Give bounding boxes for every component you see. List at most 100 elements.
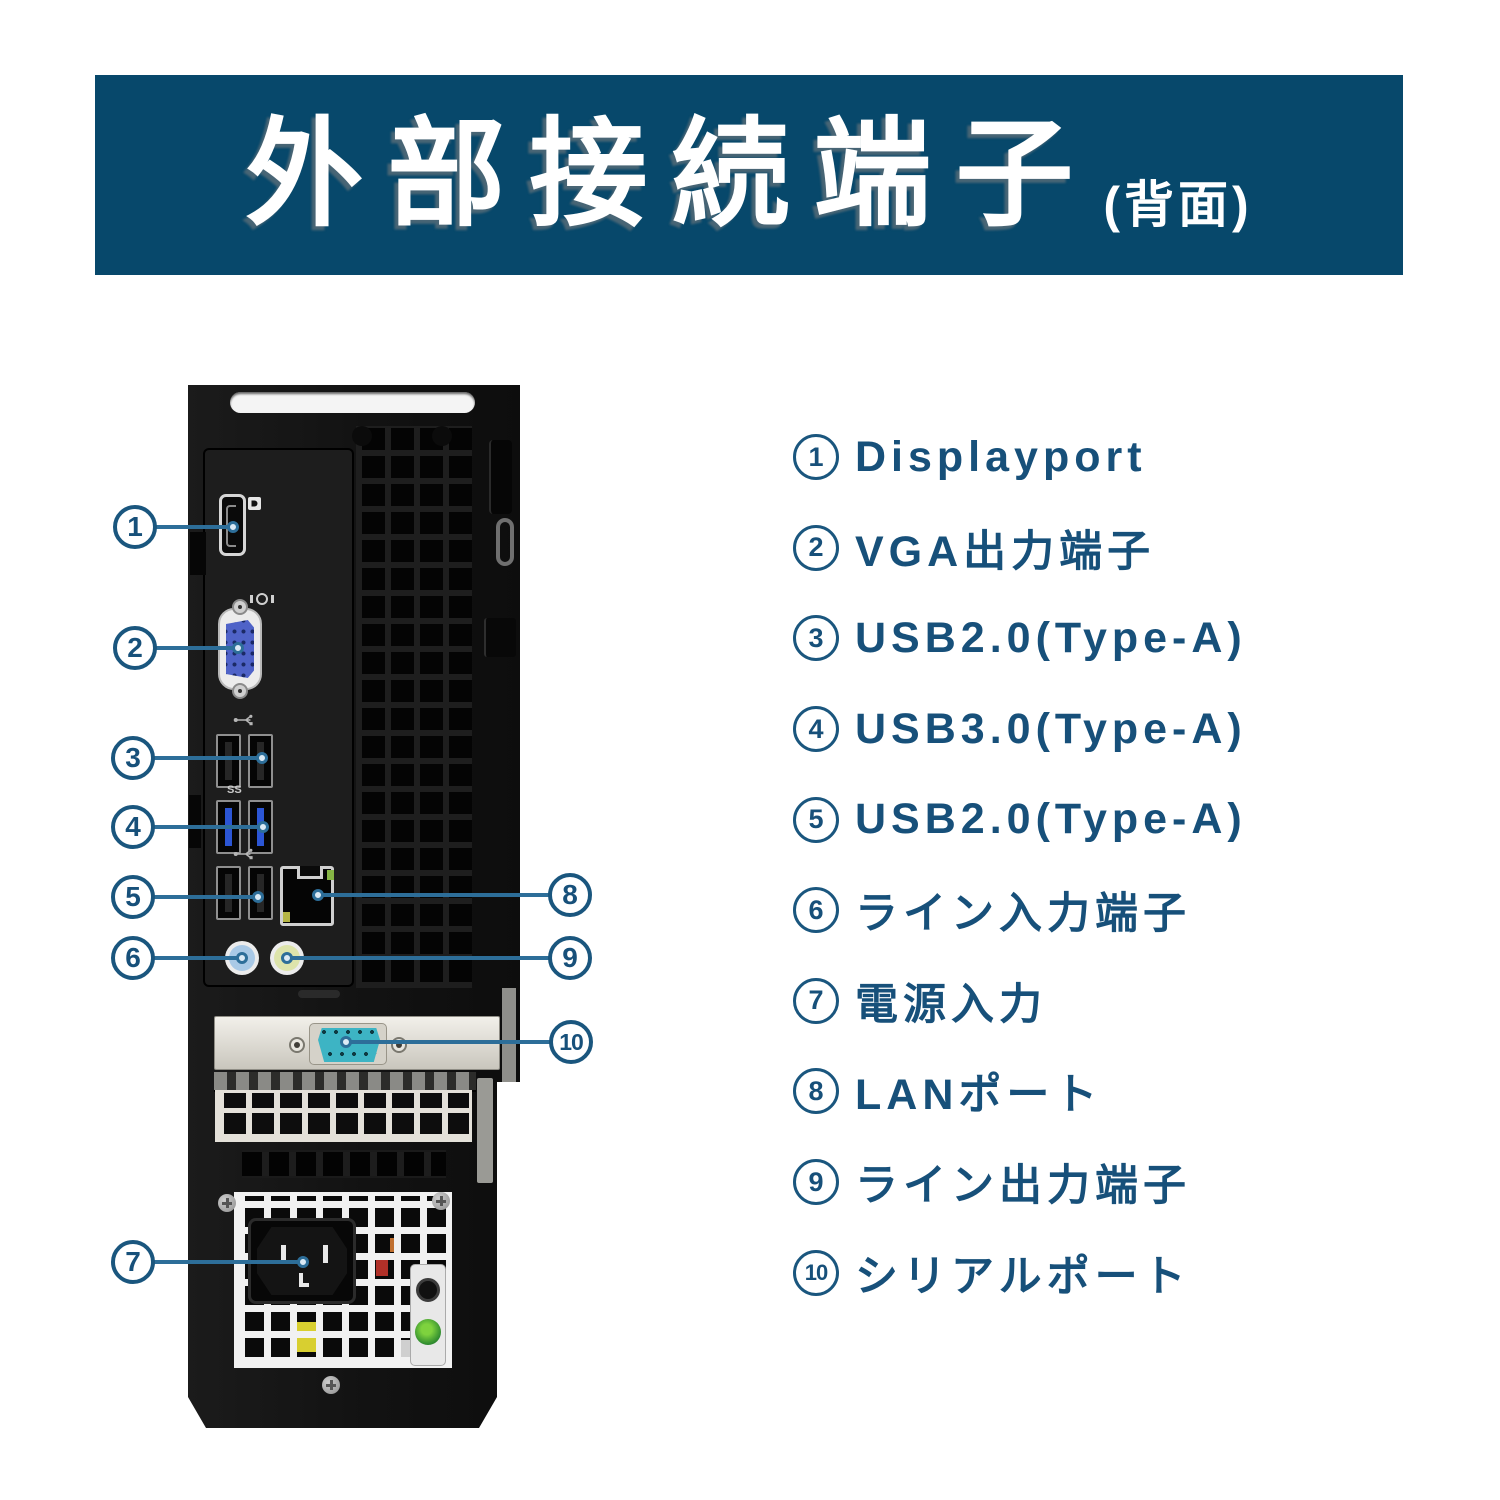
callout-line xyxy=(156,525,233,529)
legend-number-badge: 3 xyxy=(793,615,839,662)
callout-circle: 2 xyxy=(113,626,157,670)
callout-number: 7 xyxy=(125,1246,141,1277)
usb2-port xyxy=(216,734,241,788)
lan-led-icon xyxy=(327,870,334,880)
latch xyxy=(189,795,201,848)
legend-label: LANポート xyxy=(855,1071,1103,1120)
callout-circle: 3 xyxy=(111,736,155,780)
legend-number-badge: 5 xyxy=(793,796,839,843)
legend-number-badge: 7 xyxy=(793,977,839,1024)
screw-icon xyxy=(232,599,248,615)
callout-circle: 8 xyxy=(548,873,592,917)
legend-number: 6 xyxy=(808,894,824,925)
callout-line xyxy=(154,756,262,760)
legend-number: 7 xyxy=(808,985,824,1016)
screw-icon xyxy=(218,1194,236,1212)
callout-dot xyxy=(236,952,248,964)
legend-item: 8 LANポート xyxy=(793,1046,1433,1137)
panel-notch xyxy=(298,990,340,998)
callout-circle: 10 xyxy=(549,1020,593,1064)
callout-number: 1 xyxy=(127,511,143,542)
socket-pin xyxy=(323,1245,328,1263)
callout-number: 6 xyxy=(125,942,141,973)
callout-number: 9 xyxy=(562,942,578,973)
callout-number: 10 xyxy=(559,1028,584,1055)
screw-icon xyxy=(289,1037,305,1053)
screw-icon xyxy=(432,426,452,446)
callout-line xyxy=(287,956,549,960)
socket-pin xyxy=(281,1245,286,1263)
vga-icon xyxy=(250,592,274,606)
callout-line xyxy=(154,825,263,829)
callout-circle: 7 xyxy=(111,1240,155,1284)
callout-number: 8 xyxy=(562,879,578,910)
callout-number: 3 xyxy=(125,742,141,773)
callout-number: 2 xyxy=(127,632,143,663)
callout-circle: 1 xyxy=(113,505,157,549)
latch xyxy=(489,440,512,514)
page-subtitle: (背面) xyxy=(1103,177,1253,233)
legend-number: 10 xyxy=(804,1259,829,1285)
callout-line xyxy=(318,893,549,897)
lattice-vent-bracket xyxy=(215,1090,472,1142)
legend-number: 3 xyxy=(808,622,824,653)
callout-line xyxy=(346,1040,550,1044)
legend-label: 電源入力 xyxy=(855,980,1047,1029)
legend-item: 7 電源入力 xyxy=(793,956,1433,1047)
callout-dot xyxy=(252,891,264,903)
callout-dot xyxy=(256,752,268,764)
pc-tower-rear-photo: SS xyxy=(188,385,520,1428)
legend-number-badge: 10 xyxy=(793,1249,839,1296)
callout-dot xyxy=(227,521,239,533)
psu-test-button xyxy=(416,1278,440,1302)
psu-test-panel xyxy=(410,1264,446,1366)
legend-number: 9 xyxy=(808,1166,824,1197)
callout-line xyxy=(154,895,258,899)
legend-number-badge: 4 xyxy=(793,706,839,753)
usb2-port xyxy=(216,866,241,920)
screw-icon xyxy=(352,426,372,446)
padlock-loop-icon xyxy=(496,518,514,566)
callout-dot xyxy=(281,952,293,964)
legend-number: 8 xyxy=(808,1075,824,1106)
screw-icon xyxy=(322,1376,340,1394)
callout-dot xyxy=(232,642,244,654)
slot-vent-row xyxy=(242,1150,446,1178)
power-led-icon xyxy=(415,1319,441,1345)
callout-circle: 9 xyxy=(548,936,592,980)
title-banner: 外部接続端子 (背面) xyxy=(95,75,1403,275)
callout-dot xyxy=(312,889,324,901)
lan-led-icon xyxy=(283,912,290,922)
callout-number: 4 xyxy=(125,811,141,842)
legend-number-badge: 9 xyxy=(793,1159,839,1206)
callout-circle: 4 xyxy=(111,805,155,849)
callout-dot xyxy=(257,821,269,833)
legend-label: VGA出力端子 xyxy=(855,527,1156,576)
legend-label: USB2.0(Type-A) xyxy=(855,795,1247,844)
displayport-icon xyxy=(248,497,261,510)
callout-number: 5 xyxy=(125,881,141,912)
usb-icon xyxy=(233,712,255,728)
callout-dot xyxy=(340,1036,352,1048)
callout-line xyxy=(154,1260,303,1264)
legend-label: USB3.0(Type-A) xyxy=(855,704,1247,753)
screw-icon xyxy=(232,683,248,699)
lock-clasp xyxy=(484,618,516,657)
legend-number: 1 xyxy=(808,441,824,472)
legend-item: 6 ライン入力端子 xyxy=(793,865,1433,956)
embossed-strip xyxy=(214,1072,476,1090)
legend-label: ライン入力端子 xyxy=(855,890,1191,939)
legend-number-badge: 8 xyxy=(793,1068,839,1115)
callout-line xyxy=(156,646,238,650)
hinge-bar xyxy=(502,988,516,1082)
callout-circle: 5 xyxy=(111,875,155,919)
legend-number-badge: 1 xyxy=(793,434,839,481)
legend-number: 2 xyxy=(808,532,824,563)
callout-dot xyxy=(297,1256,309,1268)
legend-item: 5 USB2.0(Type-A) xyxy=(793,774,1433,865)
